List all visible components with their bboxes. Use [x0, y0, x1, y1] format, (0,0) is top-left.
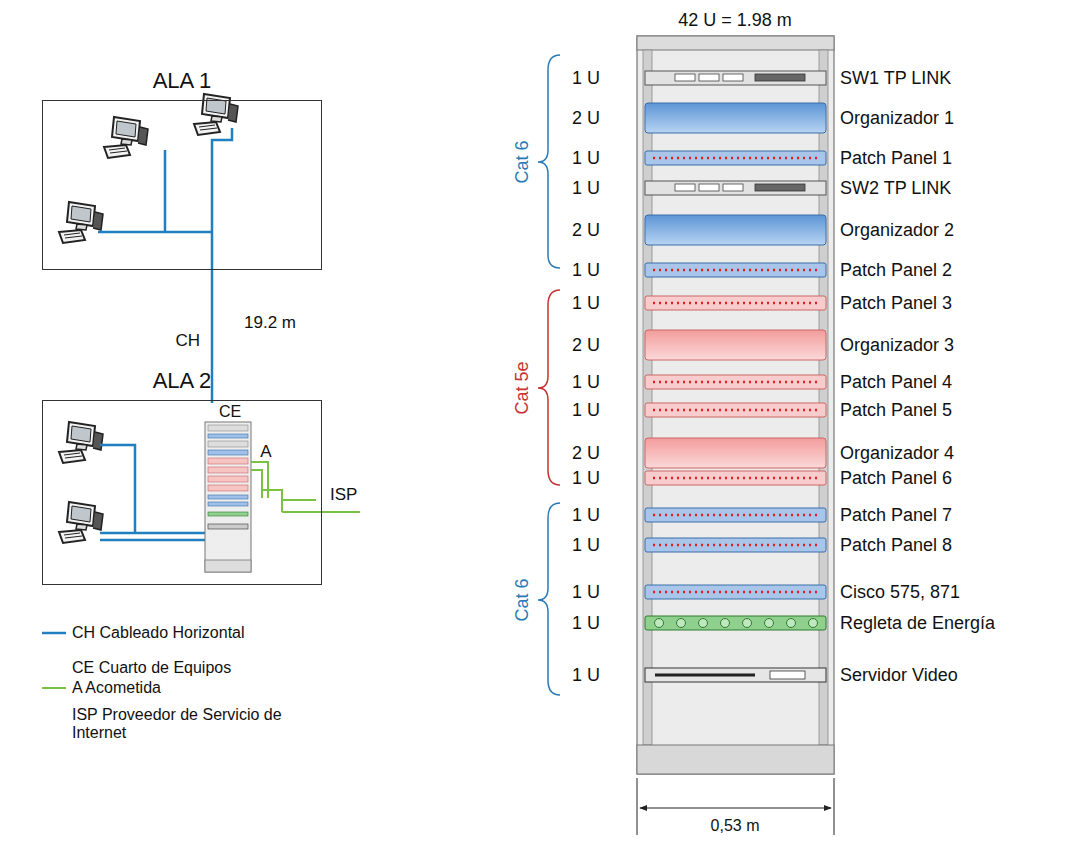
legend-text: CH Cableado Horizontal [72, 624, 287, 642]
device-name: SW1 TP LINK [840, 68, 951, 89]
unit-count: 1 U [572, 613, 600, 634]
device-name: Patch Panel 1 [840, 148, 952, 169]
wing-outline [42, 100, 322, 270]
cable-category: Cat 6 [512, 578, 533, 621]
device-name: Patch Panel 2 [840, 260, 952, 281]
wing-outline [42, 400, 322, 585]
room-label: CE [205, 403, 241, 421]
entrance-label: A [260, 442, 271, 462]
unit-count: 1 U [572, 372, 600, 393]
device-name: Organizador 3 [840, 335, 954, 356]
unit-count: 1 U [572, 535, 600, 556]
dimension-line [637, 778, 834, 835]
mini-rack [205, 422, 251, 572]
rack-frame [637, 36, 834, 774]
bracket [538, 55, 560, 268]
device-name: Cisco 575, 871 [840, 582, 960, 603]
equipment-room: CE [205, 403, 251, 575]
device-name: Patch Panel 3 [840, 293, 952, 314]
legend-text: ISP Proveedor de Servicio de Internet [72, 706, 287, 743]
unit-count: 1 U [572, 68, 600, 89]
legend-line [42, 687, 66, 689]
device-name: Patch Panel 6 [840, 468, 952, 489]
device-name: Regleta de Energía [840, 613, 995, 634]
unit-count: 1 U [572, 665, 600, 686]
cable-category: Cat 6 [512, 140, 533, 183]
device-name: SW2 TP LINK [840, 178, 951, 199]
rack-devices [645, 71, 826, 682]
wing-title: ALA 1 [42, 68, 322, 94]
device-name: Organizador 1 [840, 108, 954, 129]
length-label: 19.2 m [244, 313, 296, 333]
building-wing: ALA 2 CE [42, 368, 322, 585]
unit-count: 1 U [572, 260, 600, 281]
unit-count: 1 U [572, 468, 600, 489]
unit-count: 2 U [572, 108, 600, 129]
rack-size: 42 U = 1.98 m [678, 10, 792, 31]
device-name: Organizador 2 [840, 220, 954, 241]
isp-label: ISP [330, 485, 357, 505]
legend-text: A Acometida [72, 679, 287, 697]
cable-category: Cat 5e [512, 361, 533, 414]
unit-count: 1 U [572, 400, 600, 421]
legend-line [42, 632, 66, 635]
unit-count: 1 U [572, 582, 600, 603]
bracket [538, 503, 560, 695]
cable-label: CH [173, 331, 202, 351]
unit-count: 2 U [572, 220, 600, 241]
service-entrance [251, 462, 360, 512]
device-name: Patch Panel 8 [840, 535, 952, 556]
unit-count: 1 U [572, 148, 600, 169]
unit-count: 1 U [572, 178, 600, 199]
device-name: Servidor Video [840, 665, 958, 686]
unit-count: 1 U [572, 505, 600, 526]
unit-count: 1 U [572, 293, 600, 314]
dimension-label: 0,53 m [711, 817, 760, 835]
device-name: Patch Panel 7 [840, 505, 952, 526]
unit-count: 2 U [572, 335, 600, 356]
bracket [538, 290, 560, 485]
unit-count: 2 U [572, 443, 600, 464]
legend-text: CE Cuarto de Equipos [72, 659, 287, 677]
device-name: Organizador 4 [840, 443, 954, 464]
wing-title: ALA 2 [42, 368, 322, 394]
device-name: Patch Panel 4 [840, 372, 952, 393]
device-name: Patch Panel 5 [840, 400, 952, 421]
building-wing: ALA 1 [42, 68, 322, 270]
